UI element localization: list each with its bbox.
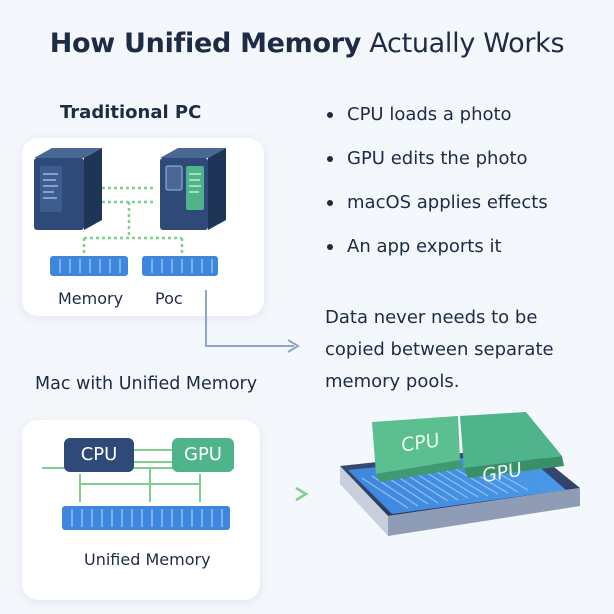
arrow-right-icon	[205, 290, 300, 353]
list-item: macOS applies effects	[325, 188, 548, 232]
traditional-memory-label: Memory	[58, 289, 124, 308]
traditional-pc-diagram	[34, 148, 226, 276]
mac-unified-label: Mac with Unified Memory	[35, 374, 258, 394]
server-tower-icon	[34, 148, 102, 230]
title-bold: How Unified Memory	[49, 28, 362, 59]
traditional-poc-label: Poc	[155, 289, 183, 308]
chip-icon	[340, 412, 580, 536]
steps-list: CPU loads a photo GPU edits the photo ma…	[325, 100, 548, 276]
list-item: GPU edits the photo	[325, 144, 548, 188]
memory-module-icon	[50, 256, 128, 276]
title-rest: Actually Works	[361, 28, 565, 59]
arrow-right-icon	[248, 486, 309, 502]
mac-cpu-label: CPU	[64, 438, 134, 472]
traditional-pc-label: Traditional PC	[60, 102, 202, 123]
list-item: An app exports it	[325, 232, 548, 276]
mac-gpu-label: GPU	[172, 438, 234, 472]
memory-module-icon	[142, 256, 218, 276]
list-item: CPU loads a photo	[325, 100, 548, 144]
memory-module-icon	[62, 506, 230, 530]
pc-connectors	[82, 186, 184, 256]
note-text: Data never needs to be copied between se…	[325, 307, 554, 392]
server-tower-icon	[160, 148, 226, 230]
mac-memory-label: Unified Memory	[84, 550, 211, 569]
page-title: How Unified Memory Actually Works	[0, 28, 614, 59]
